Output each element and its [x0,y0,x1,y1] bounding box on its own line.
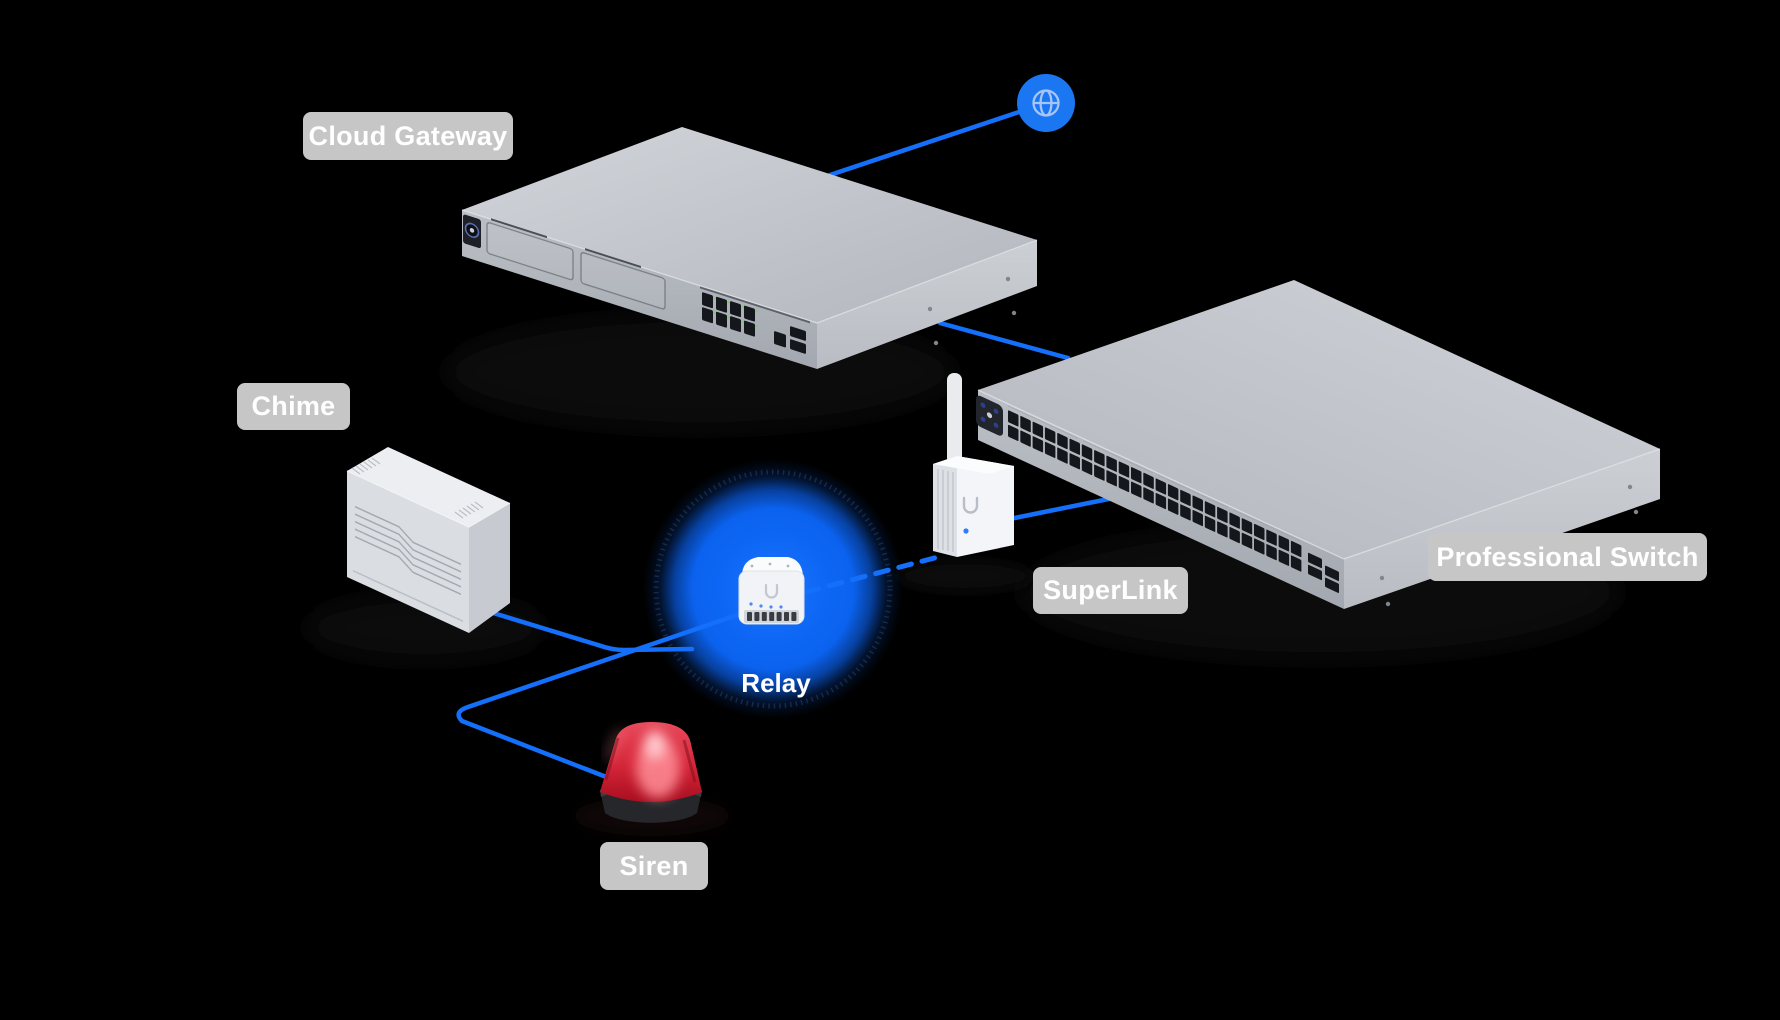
relay-device [738,557,805,625]
label-superlink: SuperLink [1033,567,1188,614]
label-siren: Siren [600,842,708,890]
chime-vents [351,457,484,519]
label-professional-switch: Professional Switch [1428,533,1707,581]
chime-device [346,447,511,633]
gateway-drive-trays [486,218,666,310]
cloud-gateway-device [461,127,1038,369]
switch-display [976,395,1003,436]
superlink-device [933,373,1014,557]
label-cloud-gateway: Cloud Gateway [303,112,513,160]
superlink-fins [937,469,954,552]
line-relay-siren [456,609,749,783]
superlink-antenna [947,373,962,465]
superlink-led [963,528,969,534]
line-chime-relay [487,609,695,653]
line-internet-gateway [827,109,1022,178]
relay-top-dots [750,562,790,568]
gateway-display [463,214,481,249]
gateway-ports [700,286,810,354]
chime-grille [353,505,463,623]
professional-switch-device [976,280,1661,609]
superlink-u-logo [962,496,979,514]
siren-device [600,722,702,823]
label-relay: Relay [741,668,811,698]
relay-indicators [749,602,783,609]
globe-icon [1017,74,1075,132]
label-chime: Chime [237,383,350,430]
line-gateway-switch [937,320,1071,361]
gateway-screws [927,276,1017,346]
switch-ports [1008,405,1339,593]
relay-u-logo [764,583,779,599]
line-superlink-relay-dashed [803,554,941,595]
